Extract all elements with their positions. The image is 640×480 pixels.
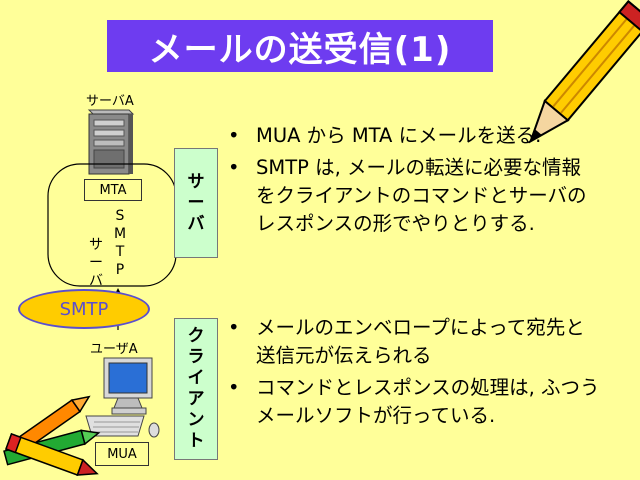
server-a-label: サーバA xyxy=(86,94,134,109)
smtp-badge: SMTP xyxy=(18,289,150,329)
mta-label: MTA xyxy=(99,182,127,198)
mta-box: MTA xyxy=(84,179,142,201)
bullet-item: メールのエンベロープによって宛先と送信元が伝えられる xyxy=(228,314,600,370)
client-banner: クライアント xyxy=(174,318,218,460)
bullet-item: SMTP は, メールの転送に必要な情報をクライアントのコマンドとサーバのレスポ… xyxy=(228,154,600,238)
bullets-bottom: メールのエンベロープによって宛先と送信元が伝えられる コマンドとレスポンスの処理… xyxy=(228,314,600,430)
bullets-top: MUA から MTA にメールを送る. SMTP は, メールの転送に必要な情報… xyxy=(228,122,600,238)
smtp-vertical-label: SMTP xyxy=(113,208,127,278)
mua-box: MUA xyxy=(95,442,149,466)
bullet-item: MUA から MTA にメールを送る. xyxy=(228,122,600,150)
user-a-label: ユーザA xyxy=(90,342,138,357)
server-banner: サーバ xyxy=(174,148,218,258)
computer-icon xyxy=(85,357,160,438)
slide-title-box: メールの送受信(1) xyxy=(107,20,493,72)
slide-title: メールの送受信(1) xyxy=(148,29,452,70)
mua-label: MUA xyxy=(107,446,137,462)
crayons-icon xyxy=(3,395,101,476)
server-vertical-label: サーバ xyxy=(89,237,103,289)
bullet-item: コマンドとレスポンスの処理は, ふつうメールソフトが行っている. xyxy=(228,374,600,430)
